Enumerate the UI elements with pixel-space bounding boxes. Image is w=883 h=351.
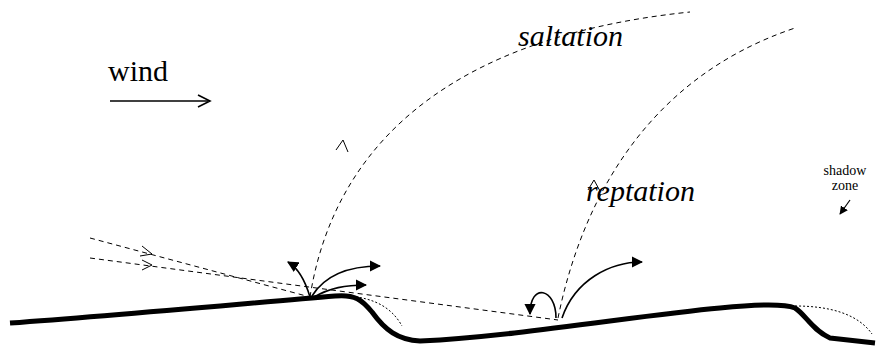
shadow-zone-label: shadow zone <box>818 164 872 193</box>
path-chevron <box>142 260 152 270</box>
wind-arrowhead <box>198 95 210 107</box>
shadow-zone-pointer <box>840 200 850 214</box>
reptation-arrow <box>314 285 366 297</box>
path-chevron <box>336 140 348 152</box>
shadow-zone-boundary <box>795 306 872 334</box>
shadow-zone-boundary <box>348 296 402 326</box>
reptation-arrow <box>562 262 642 318</box>
wind-label: wind <box>108 55 168 87</box>
saltation-trajectory <box>310 12 690 297</box>
reptation-arrow <box>312 266 380 296</box>
reptation-label: reptation <box>586 175 695 207</box>
incoming-grain-path <box>90 258 558 320</box>
reptation-arrow <box>530 293 556 318</box>
path-chevron <box>140 246 152 256</box>
incoming-grain-path <box>90 238 310 297</box>
reptation-arrow <box>288 262 310 297</box>
saltation-trajectory <box>558 28 795 318</box>
wind-arrow <box>110 100 208 102</box>
saltation-label: saltation <box>518 20 623 52</box>
sand-surface <box>10 296 875 343</box>
